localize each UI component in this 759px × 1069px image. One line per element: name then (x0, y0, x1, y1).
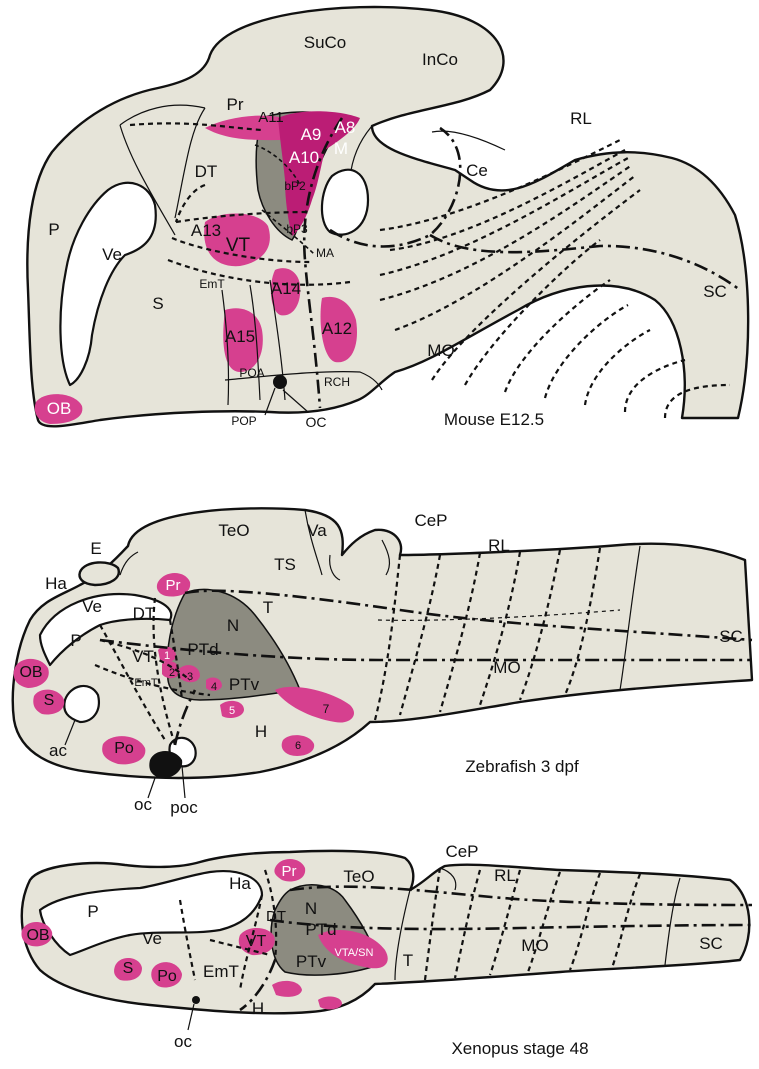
mouse-label-mo: MO (427, 341, 454, 360)
xenopus-label-h: H (252, 999, 264, 1018)
xenopus-label-ha: Ha (229, 874, 251, 893)
xenopus-label-vta-sn: VTA/SN (335, 947, 374, 959)
xenopus-label-ve: Ve (142, 929, 162, 948)
zebrafish-label-2: 2 (169, 667, 175, 679)
mouse-label-rch: RCH (324, 375, 350, 389)
zebrafish-label-5: 5 (229, 705, 235, 717)
xenopus-label-ptv: PTv (296, 952, 327, 971)
xenopus-label-ob: OB (26, 927, 49, 944)
zebrafish-label-vt: VT (132, 647, 154, 666)
xenopus-label-s: S (123, 960, 134, 977)
zebrafish-label-e: E (90, 539, 101, 558)
xenopus-label-emt: EmT (203, 962, 239, 981)
zebrafish-label-7: 7 (323, 702, 330, 716)
zebrafish-label-s: S (44, 692, 55, 709)
zebrafish-label-h: H (255, 722, 267, 741)
mouse-label-vt: VT (226, 235, 251, 256)
xenopus-label-rl: RL (494, 866, 516, 885)
zebrafish-label-4: 4 (211, 681, 217, 693)
mouse-label-ob: OB (47, 399, 72, 418)
zebrafish-label-p: P (70, 631, 81, 650)
zebrafish-label-va: Va (307, 521, 327, 540)
mouse-ventricle-midbrain (322, 170, 368, 235)
mouse-label-inco: InCo (422, 50, 458, 69)
xenopus-label-n: N (305, 899, 317, 918)
xenopus-label-t: T (403, 951, 413, 970)
zebrafish-caption: Zebrafish 3 dpf (465, 757, 579, 776)
xenopus-label-po: Po (157, 968, 177, 985)
zebrafish-label-pr: Pr (166, 577, 181, 594)
xenopus-label-ptd: PTd (305, 920, 336, 939)
zebrafish-label-mo: MO (493, 658, 520, 677)
mouse-label-suco: SuCo (304, 33, 347, 52)
mouse-label-ma: MA (316, 246, 334, 260)
xenopus-label-sc: SC (699, 934, 723, 953)
mouse-label-a9: A9 (301, 125, 322, 144)
zebrafish-panel: TeO Va CeP RL E Ha TS Pr Ve DT T N PTd S… (13, 508, 752, 817)
mouse-caption: Mouse E12.5 (444, 410, 544, 429)
xenopus-panel: CeP Ha Pr TeO RL P DT N PTd OB Ve VT T M… (21, 842, 752, 1058)
zebrafish-label-1: 1 (164, 650, 170, 662)
mouse-label-dt: DT (195, 162, 218, 181)
mouse-label-a15: A15 (225, 327, 255, 346)
mouse-label-a12: A12 (322, 319, 352, 338)
mouse-label-bp2: bP2 (284, 179, 306, 193)
mouse-label-oc: OC (306, 414, 327, 430)
zebrafish-label-3: 3 (187, 671, 193, 683)
mouse-label-a14: A14 (271, 279, 301, 298)
xenopus-label-cep: CeP (445, 842, 478, 861)
zebrafish-label-n: N (227, 616, 239, 635)
mouse-label-m: M (334, 139, 348, 158)
zebrafish-label-emt: EmT (134, 677, 158, 689)
mouse-label-a11: A11 (258, 109, 284, 126)
zebrafish-label-ob: OB (19, 664, 42, 681)
xenopus-label-p: P (87, 902, 98, 921)
zebrafish-ventricle-ac (64, 686, 99, 722)
xenopus-label-oc: oc (174, 1032, 192, 1051)
zebrafish-label-oc: oc (134, 795, 152, 814)
xenopus-label-vt: VT (246, 933, 267, 950)
xenopus-label-pr: Pr (282, 863, 297, 880)
mouse-label-rl: RL (570, 109, 592, 128)
mouse-label-s: S (152, 294, 163, 313)
zebrafish-label-po: Po (114, 740, 134, 757)
mouse-label-a8: A8 (335, 118, 356, 137)
zebrafish-label-teo: TeO (218, 521, 249, 540)
zebrafish-label-sc: SC (719, 627, 743, 646)
mouse-label-ce: Ce (466, 161, 488, 180)
zebrafish-label-dt: DT (133, 604, 156, 623)
zebrafish-label-poc: poc (170, 798, 198, 817)
mouse-label-bp3: bP3 (286, 222, 308, 236)
mouse-label-ve: Ve (102, 245, 122, 264)
zebrafish-label-ptv: PTv (229, 675, 260, 694)
zebrafish-label-6: 6 (295, 740, 301, 752)
zebrafish-label-rl: RL (488, 536, 510, 555)
mouse-label-pr: Pr (227, 95, 244, 114)
xenopus-label-dt: DT (266, 908, 286, 925)
zebrafish-label-ha: Ha (45, 574, 67, 593)
mouse-label-emt: EmT (199, 277, 225, 291)
zebrafish-label-t: T (263, 598, 273, 617)
xenopus-caption: Xenopus stage 48 (451, 1039, 588, 1058)
zebrafish-label-ts: TS (274, 555, 296, 574)
mouse-oc-marker (273, 375, 287, 389)
xenopus-label-teo: TeO (343, 867, 374, 886)
mouse-panel: SuCo InCo Pr A11 A9 A8 A10 M RL DT Ce bP… (27, 7, 748, 430)
zebrafish-label-ac: ac (49, 741, 67, 760)
zebrafish-label-ptd: PTd (187, 640, 218, 659)
mouse-label-p: P (48, 220, 59, 239)
mouse-label-a10: A10 (289, 148, 319, 167)
zebrafish-epiphysis (80, 562, 119, 585)
zebrafish-label-ve: Ve (82, 597, 102, 616)
zebrafish-label-cep: CeP (414, 511, 447, 530)
mouse-label-a13: A13 (191, 221, 221, 240)
mouse-label-poa: POA (239, 366, 264, 380)
mouse-label-pop: POP (231, 414, 256, 428)
xenopus-label-mo: MO (521, 936, 548, 955)
mouse-label-sc: SC (703, 282, 727, 301)
